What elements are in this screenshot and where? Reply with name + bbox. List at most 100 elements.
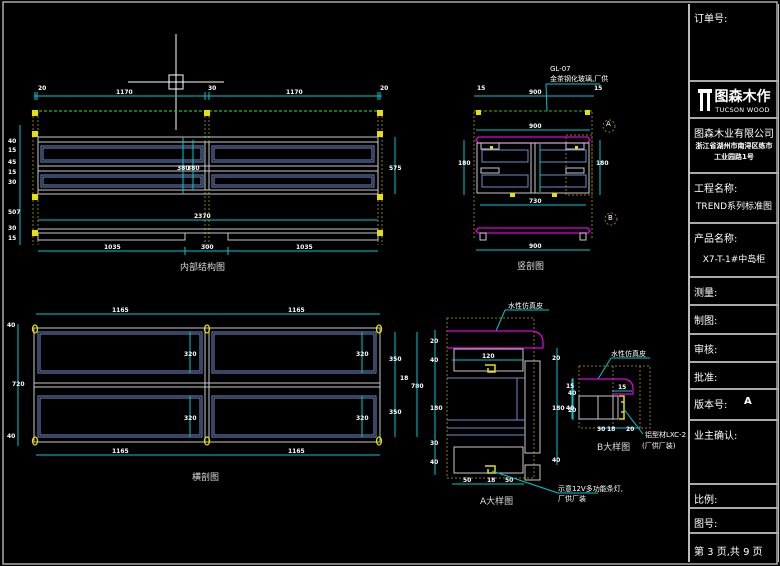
dim-label: 1035	[296, 244, 313, 251]
view-caption: 内部结构图	[180, 261, 225, 273]
dim-label: 40	[7, 322, 15, 329]
approve-cell: 批准:	[690, 363, 778, 390]
brand-logo-icon	[697, 88, 712, 111]
dim-label: 120	[482, 353, 495, 360]
company-name: 图森木业有限公司	[694, 129, 774, 140]
dim-label: 180	[552, 405, 565, 412]
version-label: 版本号:	[694, 400, 728, 411]
dim-label: 20	[626, 426, 634, 433]
scale-cell: 比例:	[690, 485, 778, 509]
dim-label: 1165	[112, 307, 129, 314]
survey-cell: 测量:	[690, 278, 778, 306]
company-cell: 图森木业有限公司 浙江省湖州市南浔区练市 工业园路1号	[690, 119, 778, 174]
brand-name-cn: 图森木作	[714, 88, 771, 105]
dim-label: 180	[458, 160, 471, 167]
dim-label: 320	[184, 415, 197, 422]
internal-structure-view: 20 1170 30 1170 20	[8, 85, 402, 273]
dim-label: 30	[430, 440, 438, 447]
version-value: A	[744, 396, 752, 407]
view-caption: 竖剖图	[517, 260, 544, 272]
view-caption: A大样图	[480, 495, 513, 507]
dim-label: 320	[356, 351, 369, 358]
dim-label: 50	[463, 477, 471, 484]
dim-label: 18	[487, 477, 495, 484]
owner-confirm-label: 业主确认:	[694, 431, 738, 442]
project-value: TREND系列标准图	[695, 202, 773, 212]
page-info: 第 3 页,共 9 页	[694, 547, 763, 558]
dim-label: 1035	[104, 244, 121, 251]
dim-label: 507	[8, 209, 21, 216]
dim-label: 15	[566, 383, 574, 390]
survey-label: 测量:	[694, 288, 718, 299]
product-cell: 产品名称: X7-T-1#中岛柜	[690, 224, 778, 278]
dim-label: 180	[596, 160, 609, 167]
dim-label: 20	[380, 85, 388, 92]
brand-name-en: TUCSON WOOD	[715, 105, 770, 114]
dim-label: 320	[356, 415, 369, 422]
dim-label: 1165	[288, 448, 305, 455]
drafter-label: 制图:	[694, 316, 718, 327]
company-address: 工业园路1号	[714, 153, 754, 161]
detail-a-view: 水性仿真皮 120 20 40 180 30	[416, 301, 623, 507]
crosshair-cursor-icon	[128, 34, 224, 130]
dim-label: 15	[8, 235, 16, 242]
dim-label: 900	[529, 123, 542, 130]
review-label: 审核:	[694, 345, 718, 356]
dim-label: 1165	[288, 307, 305, 314]
version-cell: 版本号: A	[690, 390, 778, 421]
dim-label: 730	[529, 198, 542, 205]
dim-label: 15	[594, 85, 602, 92]
leather-note: 水性仿真皮	[611, 349, 646, 358]
scale-label: 比例:	[694, 495, 718, 506]
order-no-cell: 订单号:	[690, 4, 778, 82]
project-label: 工程名称:	[694, 184, 738, 195]
dim-label: 20	[430, 338, 438, 345]
led-note: 厂供厂装	[558, 494, 586, 503]
drafter-cell: 制图:	[690, 306, 778, 335]
dim-label: 40	[430, 357, 438, 364]
view-caption: 横剖图	[192, 471, 219, 483]
drawing-no-label: 图号:	[694, 519, 718, 530]
dim-label: 1165	[112, 448, 129, 455]
dim-label: 380	[187, 165, 200, 172]
dim-label: 900	[529, 89, 542, 96]
page-cell: 第 3 页,共 9 页	[690, 534, 778, 562]
profile-note: 铝型材LXC-2	[645, 430, 686, 439]
dim-label: 40	[566, 405, 574, 412]
dim-label: 300	[201, 244, 214, 251]
dim-label: 40	[8, 138, 16, 145]
dim-label: 40	[430, 459, 438, 466]
detail-b-view: 水性仿真皮 15 40 30 18 15 20 铝型材LXC-2 (厂供厂装) …	[566, 349, 686, 453]
approve-label: 批准:	[694, 373, 718, 384]
view-caption: B大样图	[597, 441, 630, 453]
dim-label: 20	[552, 355, 560, 362]
dim-label: 45	[8, 159, 16, 166]
dim-label: 30	[597, 426, 605, 433]
dim-label: 30	[208, 85, 216, 92]
dim-label: 350	[389, 356, 402, 363]
product-label: 产品名称:	[694, 234, 738, 245]
brand-logo: 图森木作 TUCSON WOOD	[690, 82, 778, 117]
dim-label: 15	[8, 169, 16, 176]
dim-label: 30	[8, 225, 16, 232]
dim-label: 2370	[194, 213, 211, 220]
dim-label: 575	[389, 165, 402, 172]
dim-label: 18	[607, 426, 615, 433]
dim-label: 40	[552, 457, 560, 464]
product-value: X7-T-1#中岛柜	[702, 255, 766, 265]
project-cell: 工程名称: TREND系列标准图	[690, 174, 778, 224]
dim-label: 15	[618, 384, 626, 391]
dim-label: 15	[477, 85, 485, 92]
title-block: 订单号: 图森木作 TUCSON WOOD 图森木业有限公司 浙江省湖州市南浔区…	[688, 4, 779, 562]
company-address: 浙江省湖州市南浔区练市	[695, 142, 773, 150]
dim-label: 30	[8, 179, 16, 186]
dim-label: 320	[184, 351, 197, 358]
dim-label: 350	[389, 409, 402, 416]
horizontal-section-view: 1165 1165 1165 1165 40 720 40 320 320 32…	[7, 307, 424, 483]
order-no-label: 订单号:	[694, 14, 728, 25]
profile-supply-note: (厂供厂装)	[642, 441, 676, 450]
dim-label: 40	[7, 433, 15, 440]
dim-label: 1170	[286, 89, 303, 96]
glass-note: 金茶钢化玻璃,厂供	[550, 74, 608, 83]
